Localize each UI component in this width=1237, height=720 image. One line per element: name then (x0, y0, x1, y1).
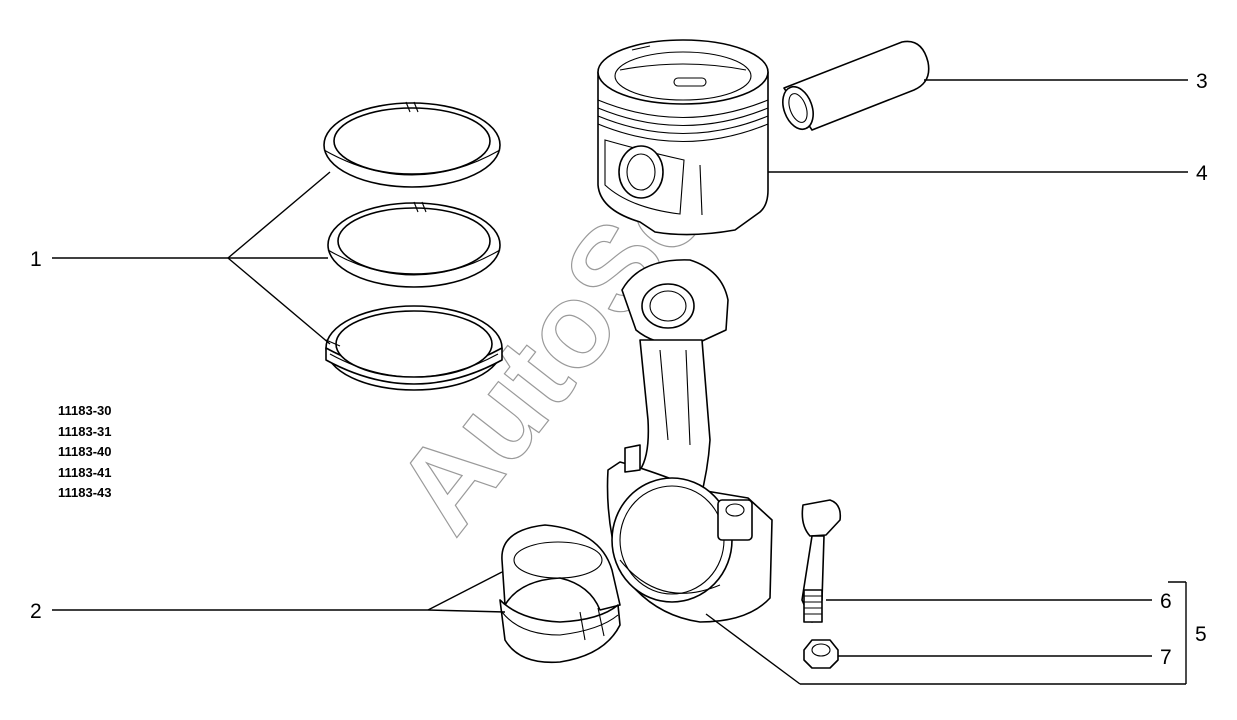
model-code: 11183-30 (58, 403, 112, 418)
bearing-shells (499, 524, 621, 664)
model-code: 11183-43 (58, 485, 112, 500)
leader-lines (52, 79, 1188, 685)
model-code: 11183-40 (58, 444, 112, 459)
callout-4: 4 (1196, 162, 1208, 185)
connecting-rod (606, 259, 773, 623)
piston-ring-middle (327, 201, 501, 288)
callout-2: 2 (30, 600, 42, 623)
rod-nut (803, 639, 839, 669)
model-code: 11183-41 (58, 464, 112, 480)
callout-6: 6 (1160, 590, 1172, 613)
model-code-list: 11183-30 11183-31 11183-40 11183-41 1118… (58, 401, 112, 504)
callout-5: 5 (1195, 623, 1207, 646)
model-code: 11183-31 (58, 423, 112, 439)
callout-7: 7 (1160, 646, 1172, 669)
piston-pin (782, 40, 930, 131)
callout-3: 3 (1196, 70, 1208, 93)
piston-rings (323, 101, 503, 391)
piston (597, 39, 769, 236)
callout-1: 1 (30, 248, 42, 271)
piston-ring-top (323, 101, 501, 188)
piston-ring-oil (325, 305, 503, 391)
rod-bolt (801, 499, 842, 623)
